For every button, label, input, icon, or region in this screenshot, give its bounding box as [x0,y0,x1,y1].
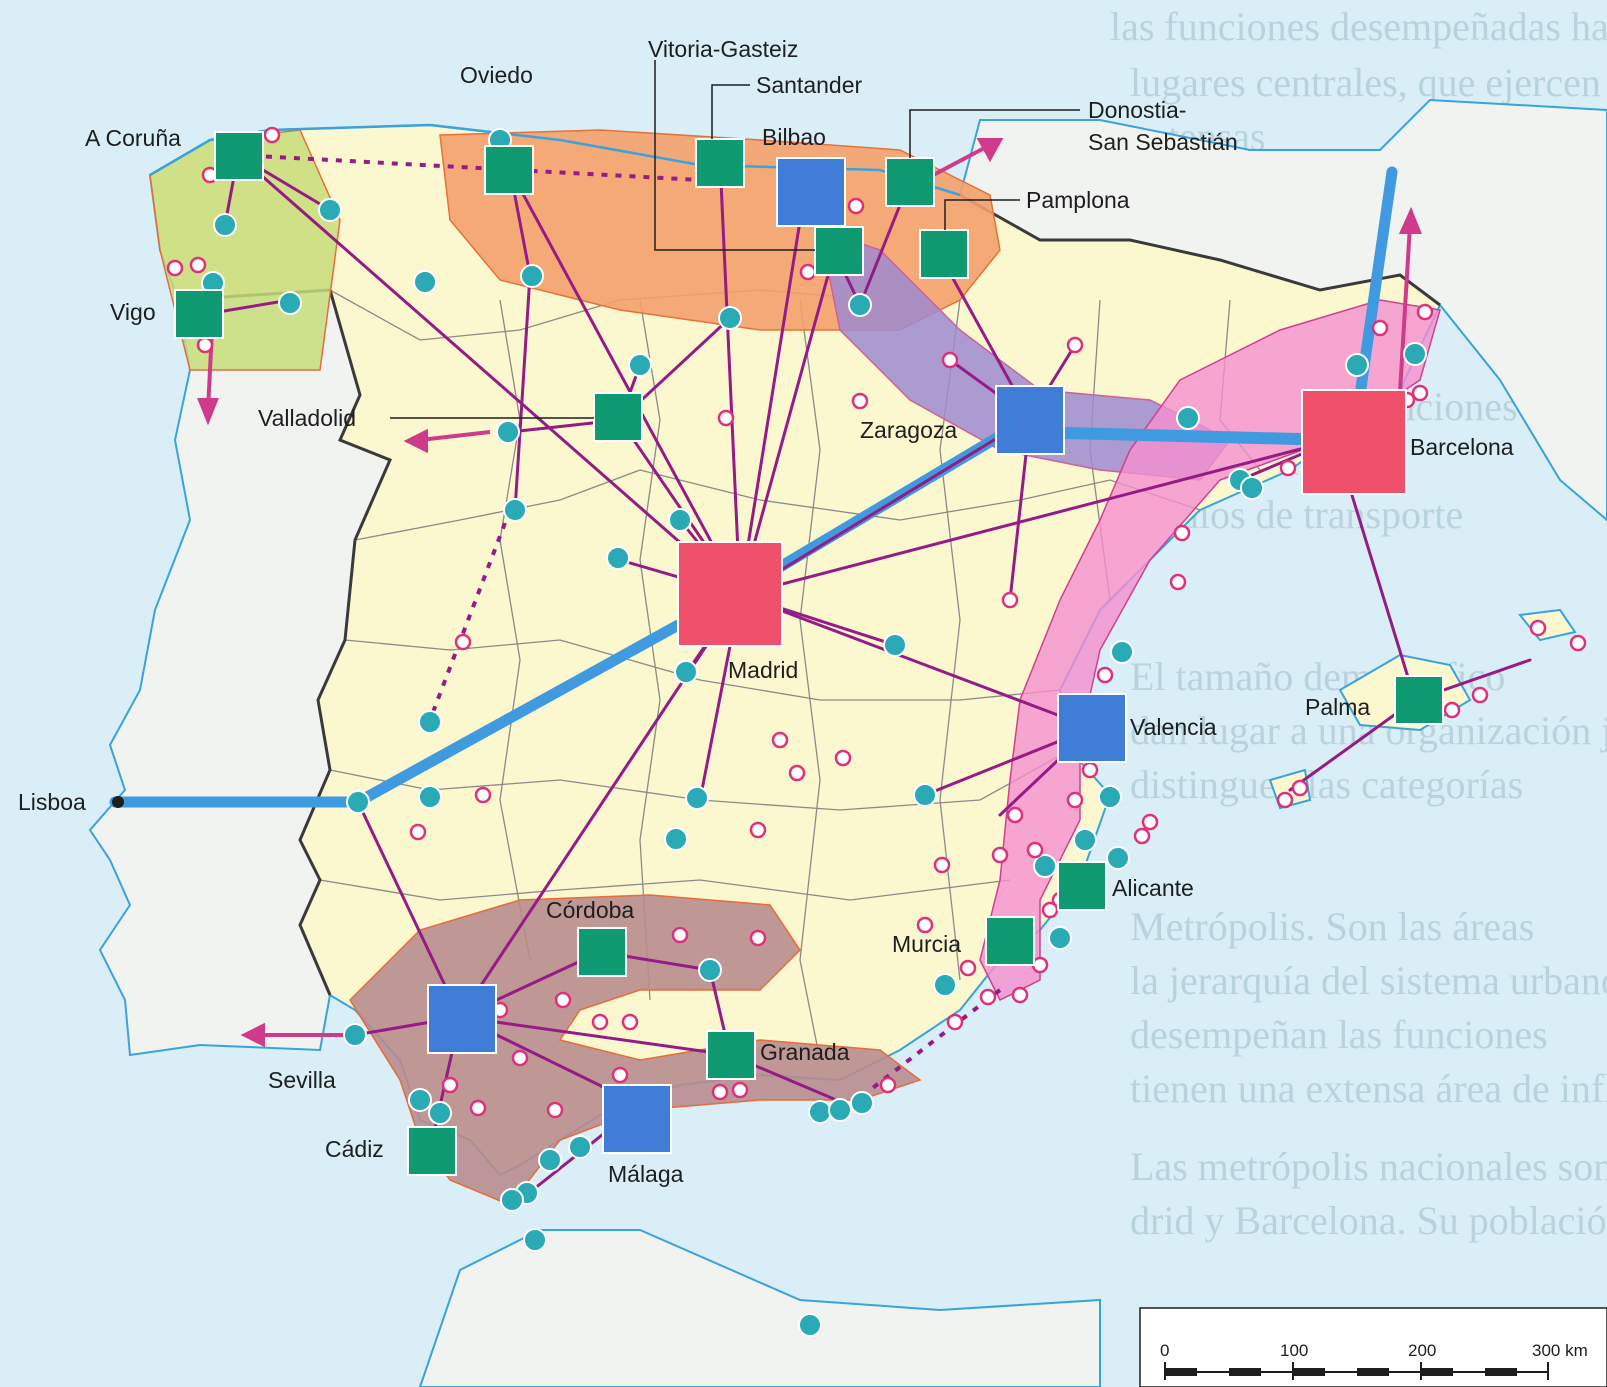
label-vitoria: Vitoria-Gasteiz [648,36,798,62]
city-valladolid-marker[interactable] [593,392,643,442]
label-leaders [390,60,1080,419]
label-santander: Santander [756,72,862,98]
label-bilbao: Bilbao [762,124,826,150]
scale-bar: 0 100 200 300 km [1139,1307,1607,1387]
label-malaga: Málaga [608,1161,684,1187]
dotted-links [237,153,1002,1092]
svg-text:las funciones desempeñadas hac: las funciones desempeñadas hacía el exte… [1110,4,1607,49]
city-bilbao-marker[interactable] [776,157,846,227]
city-cordoba-marker[interactable] [577,927,627,977]
svg-text:Metrópolis. Son las áreas: Metrópolis. Son las áreas [1130,904,1534,949]
city-oviedo-marker[interactable] [484,145,534,195]
svg-text:drid y Barcelona. Su población: drid y Barcelona. Su población supera lo… [1130,1198,1607,1243]
label-alicante: Alicante [1112,875,1194,901]
city-sevilla-marker[interactable] [427,984,497,1054]
label-murcia: Murcia [892,931,961,957]
city-valencia-marker[interactable] [1057,693,1127,763]
motorways [109,166,1398,808]
scale-tick-300: 300 km [1532,1341,1588,1360]
city-cadiz-marker[interactable] [407,1126,457,1176]
label-palma: Palma [1305,694,1370,720]
city-santander-marker[interactable] [695,138,745,188]
andalusia-axis [349,894,922,1206]
scale-tick-0: 0 [1160,1341,1169,1360]
label-vigo: Vigo [110,299,156,325]
city-vitoria-marker[interactable] [814,226,864,276]
city-vigo-marker[interactable] [174,289,224,339]
city-lisboa-marker[interactable] [112,796,124,808]
svg-text:distinguen las categorías: distinguen las categorías [1130,762,1523,807]
city-palma-marker[interactable] [1394,675,1444,725]
label-acoruna: A Coruña [85,125,181,151]
cities-squares [174,131,1444,1176]
label-granada: Granada [760,1039,850,1065]
city-labels: Madrid Barcelona Zaragoza Bilbao Valenci… [18,36,1514,1187]
city-madrid-marker[interactable] [677,541,783,647]
menorca-island [1518,608,1577,642]
small-cities-pink [166,126,1587,1119]
city-zaragoza-marker[interactable] [995,385,1065,455]
city-granada-marker[interactable] [706,1030,756,1080]
label-valencia: Valencia [1130,714,1217,740]
svg-text:lugares centrales, que ejercen: lugares centrales, que ejercen su influe… [1130,60,1607,105]
city-barcelona-marker[interactable] [1301,389,1407,495]
label-donostia-2: San Sebastián [1088,129,1238,155]
label-cadiz: Cádiz [325,1136,384,1162]
svg-text:la jerarquía del sistema urban: la jerarquía del sistema urbano [1130,958,1607,1003]
label-sevilla: Sevilla [268,1067,336,1093]
national-border-france [959,193,1441,307]
label-valladolid: Valladolid [258,405,356,431]
label-zaragoza: Zaragoza [860,417,957,443]
label-donostia-1: Donostia- [1088,97,1186,123]
small-cities-teal [201,128,1427,1337]
label-pamplona: Pamplona [1026,187,1130,213]
label-cordoba: Córdoba [546,897,634,923]
label-barcelona: Barcelona [1410,434,1514,460]
city-alicante-marker[interactable] [1057,861,1107,911]
label-lisboa: Lisboa [18,789,86,815]
city-malaga-marker[interactable] [602,1084,672,1154]
city-donostia-marker[interactable] [885,157,935,207]
city-pamplona-marker[interactable] [919,229,969,279]
label-oviedo: Oviedo [460,62,533,88]
city-murcia-marker[interactable] [985,916,1035,966]
label-madrid: Madrid [728,657,798,683]
scale-tick-100: 100 [1280,1341,1308,1360]
scale-tick-200: 200 [1408,1341,1436,1360]
svg-text:Las metrópolis nacionales son: Las metrópolis nacionales son las grande… [1130,1144,1607,1189]
svg-text:desempeñan las funciones: desempeñan las funciones [1130,1012,1548,1057]
city-acoruna-marker[interactable] [214,131,264,181]
national-border-portugal [177,288,392,996]
africa-coast [418,1229,1101,1387]
svg-text:tienen una extensa área de inf: tienen una extensa área de influencia [1130,1066,1607,1111]
